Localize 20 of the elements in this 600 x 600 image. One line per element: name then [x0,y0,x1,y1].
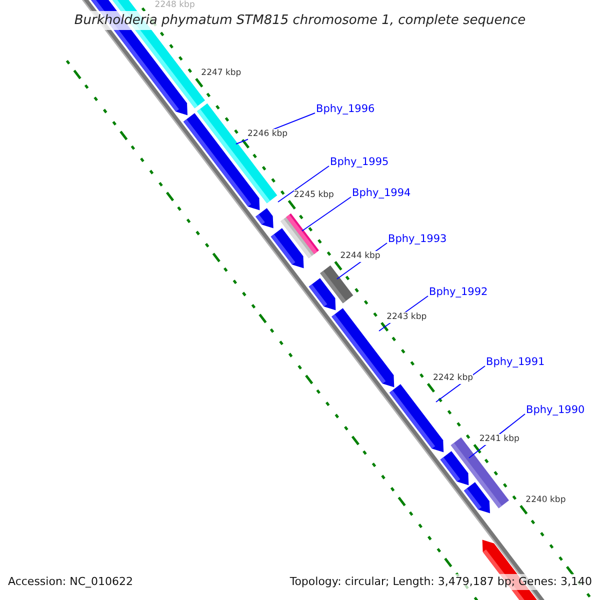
gene-label: Bphy_1991 [486,356,545,369]
tick-label: 2240 kbp [526,494,566,506]
tick-label: 2248 kbp [154,0,195,11]
accession-text: Accession: NC_010622 [8,574,134,590]
tick-label: 2246 kbp [248,128,288,140]
tick-label: 2245 kbp [294,190,334,201]
tick-label: 2244 kbp [340,250,380,262]
gene-label: Bphy_1996 [316,103,375,116]
leader-line [278,166,330,202]
gene-label: Bphy_1990 [526,404,585,417]
gene-label: Bphy_1995 [330,156,389,169]
gene-label: Bphy_1994 [352,187,411,200]
sequence-info-text: Topology: circular; Length: 3,479,187 bp; Genes: 3,140 [290,574,592,590]
tick-label: 2243 kbp [386,312,427,323]
tick-label: 2242 kbp [432,372,474,384]
tick-label: 2241 kbp [479,434,520,445]
gene-label: Bphy_1992 [429,286,488,299]
tick-label: 2247 kbp [201,68,242,79]
leader-line [302,196,352,232]
gene-label: Bphy_1993 [388,233,447,246]
